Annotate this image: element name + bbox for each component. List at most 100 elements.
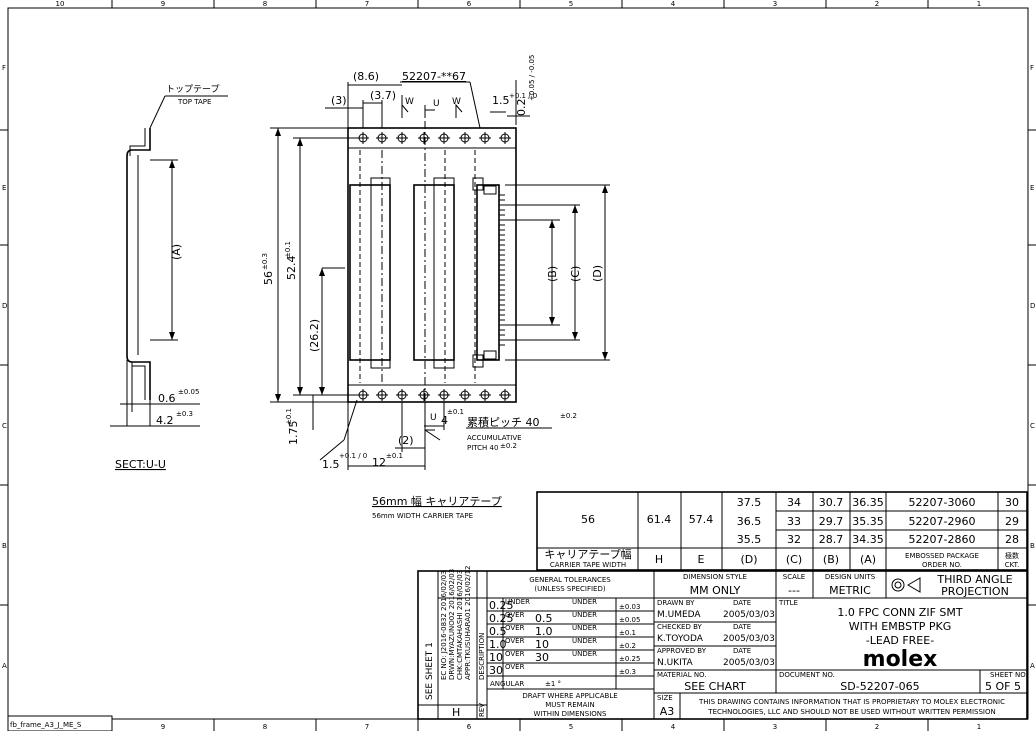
tol-from: 0.5: [535, 612, 553, 625]
carrier-tape-title-en: 56mm WIDTH CARRIER TAPE: [372, 512, 473, 520]
tol-from: 30: [535, 651, 549, 664]
col-2-bottom: 2: [875, 723, 879, 731]
rev-label: REV: [478, 703, 486, 717]
general-tolerances-title: GENERAL TOLERANCES: [529, 576, 611, 584]
table-header-e: E: [698, 553, 705, 566]
section-view-u-u: [110, 95, 228, 427]
part-number-callout: 52207-**67: [402, 70, 466, 83]
row-C-right: C: [1030, 422, 1035, 430]
top-tape-label-en: TOP TAPE: [177, 98, 211, 106]
table-cell-part: 52207-2860: [909, 533, 976, 546]
tolerance-row: 1.0 OVER 10 UNDER ±0.2: [489, 637, 636, 651]
accumulative-pitch-tol: ±0.2: [560, 412, 577, 420]
tol-over: OVER: [505, 637, 525, 645]
material-label: MATERIAL NO.: [657, 671, 707, 679]
tol-over: OVER: [505, 650, 525, 658]
dim-1-5-bottom: 1.5: [322, 458, 340, 471]
dim-8-6: (8.6): [353, 70, 379, 83]
revision-approved: APPR:TKUSUHARA01 2016/02/12: [464, 565, 472, 680]
checked-date-label: DATE: [733, 623, 751, 631]
drawn-date-label: DATE: [733, 599, 751, 607]
accumulative-pitch-jp: 累積ピッチ 40: [467, 415, 540, 429]
document-number-value: SD-52207-065: [840, 680, 919, 693]
tol-under: UNDER: [572, 611, 597, 619]
table-cell-c: 32: [787, 533, 801, 546]
col-6: 6: [467, 0, 472, 8]
col-8: 8: [263, 0, 267, 8]
tolerance-row: 0.5 OVER 1.0 UNDER ±0.1: [489, 624, 636, 638]
row-B-left: B: [2, 542, 7, 550]
row-A-left: A: [2, 662, 7, 670]
angular-tolerance: ±1 °: [545, 680, 561, 688]
dim-3: (3): [331, 94, 347, 107]
dim-1-5-top: 1.5: [492, 94, 510, 107]
tol-over: OVER: [505, 611, 525, 619]
dim-12-tol: ±0.1: [386, 452, 403, 460]
material-value: SEE CHART: [684, 680, 746, 693]
approved-by-label: APPROVED BY: [657, 647, 707, 655]
table-cell-a: 36.35: [852, 496, 884, 509]
tolerance-row: 30 OVER ±0.3: [489, 663, 636, 677]
row-F-left: F: [2, 64, 6, 72]
row-A-right: A: [1030, 662, 1035, 670]
dim-12: 12: [372, 456, 386, 469]
description-label: DESCRIPTION: [478, 633, 486, 680]
dim-0-2: 0.2: [515, 99, 528, 117]
row-B-right: B: [1030, 542, 1035, 550]
general-tolerances-subtitle: (UNLESS SPECIFIED): [534, 585, 605, 593]
dimension-style-label: DIMENSION STYLE: [683, 573, 747, 581]
projection-label-2: PROJECTION: [941, 585, 1009, 598]
table-header-b: (B): [823, 553, 839, 566]
angular-label: ANGULAR: [490, 680, 524, 688]
table-header-ckt-jp: 極数: [1005, 551, 1019, 560]
table-cell-part: 52207-3060: [909, 496, 976, 509]
checked-by-value: K.TOYODA: [657, 634, 704, 644]
table-row: 37.5 34 30.7 36.35 52207-3060 30: [737, 496, 1019, 509]
tol-under: UNDER: [572, 598, 597, 606]
tol-under: UNDER: [572, 650, 597, 658]
col-7: 7: [365, 0, 369, 8]
dim-c: (C): [569, 266, 582, 282]
section-dim-06-tol: ±0.05: [178, 388, 199, 396]
design-units-label: DESIGN UNITS: [825, 573, 876, 581]
table-width-value: 56: [581, 513, 595, 526]
table-cell-d: 35.5: [737, 533, 762, 546]
tolerance-row: 0.25 OVER 0.5 UNDER ±0.05: [489, 611, 640, 625]
table-cell-a: 34.35: [852, 533, 884, 546]
row-C-left: C: [2, 422, 7, 430]
section-dim-42-tol: ±0.3: [176, 410, 193, 418]
dimension-table: [536, 491, 1028, 571]
col-2: 2: [875, 0, 879, 8]
col-4-bottom: 4: [671, 723, 676, 731]
frame-name: fb_frame_A3_J_ME_S: [10, 721, 82, 729]
tol-tolerance: ±0.05: [619, 616, 640, 624]
row-letters: F E D C B A F E D C B A: [2, 64, 1035, 670]
tol-value: 0.25: [489, 612, 514, 625]
section-mark-u-bottom: U: [430, 413, 437, 423]
table-h-value: 61.4: [647, 513, 672, 526]
col-10: 10: [56, 0, 65, 8]
table-header-ckt: CKT.: [1005, 561, 1020, 569]
dim-56: 56: [262, 271, 275, 285]
section-dim-a: (A): [170, 244, 183, 260]
pitch-40-tol: ±0.2: [500, 442, 517, 450]
table-cell-b: 28.7: [819, 533, 844, 546]
col-5-bottom: 5: [569, 723, 573, 731]
table-cell-c: 33: [787, 515, 801, 528]
tol-over: UNDER: [505, 598, 530, 606]
tol-tolerance: ±0.2: [619, 642, 636, 650]
document-number-label: DOCUMENT NO.: [779, 671, 835, 679]
dim-56-tol: ±0.3: [261, 253, 269, 270]
tol-over: OVER: [505, 663, 525, 671]
table-header-a: (A): [860, 553, 876, 566]
tol-from: 10: [535, 638, 549, 651]
dim-4-tol: ±0.1: [447, 408, 464, 416]
carrier-tape-title-jp: 56mm 幅 キャリアテープ: [372, 495, 502, 508]
title-label: TITLE: [778, 599, 798, 607]
table-cell-a: 35.35: [852, 515, 884, 528]
col-1: 1: [977, 0, 981, 8]
rev-value: H: [452, 706, 460, 719]
col-1-bottom: 1: [977, 723, 981, 731]
table-cell-b: 30.7: [819, 496, 844, 509]
drawn-by-value: M.UMEDA: [657, 610, 701, 620]
